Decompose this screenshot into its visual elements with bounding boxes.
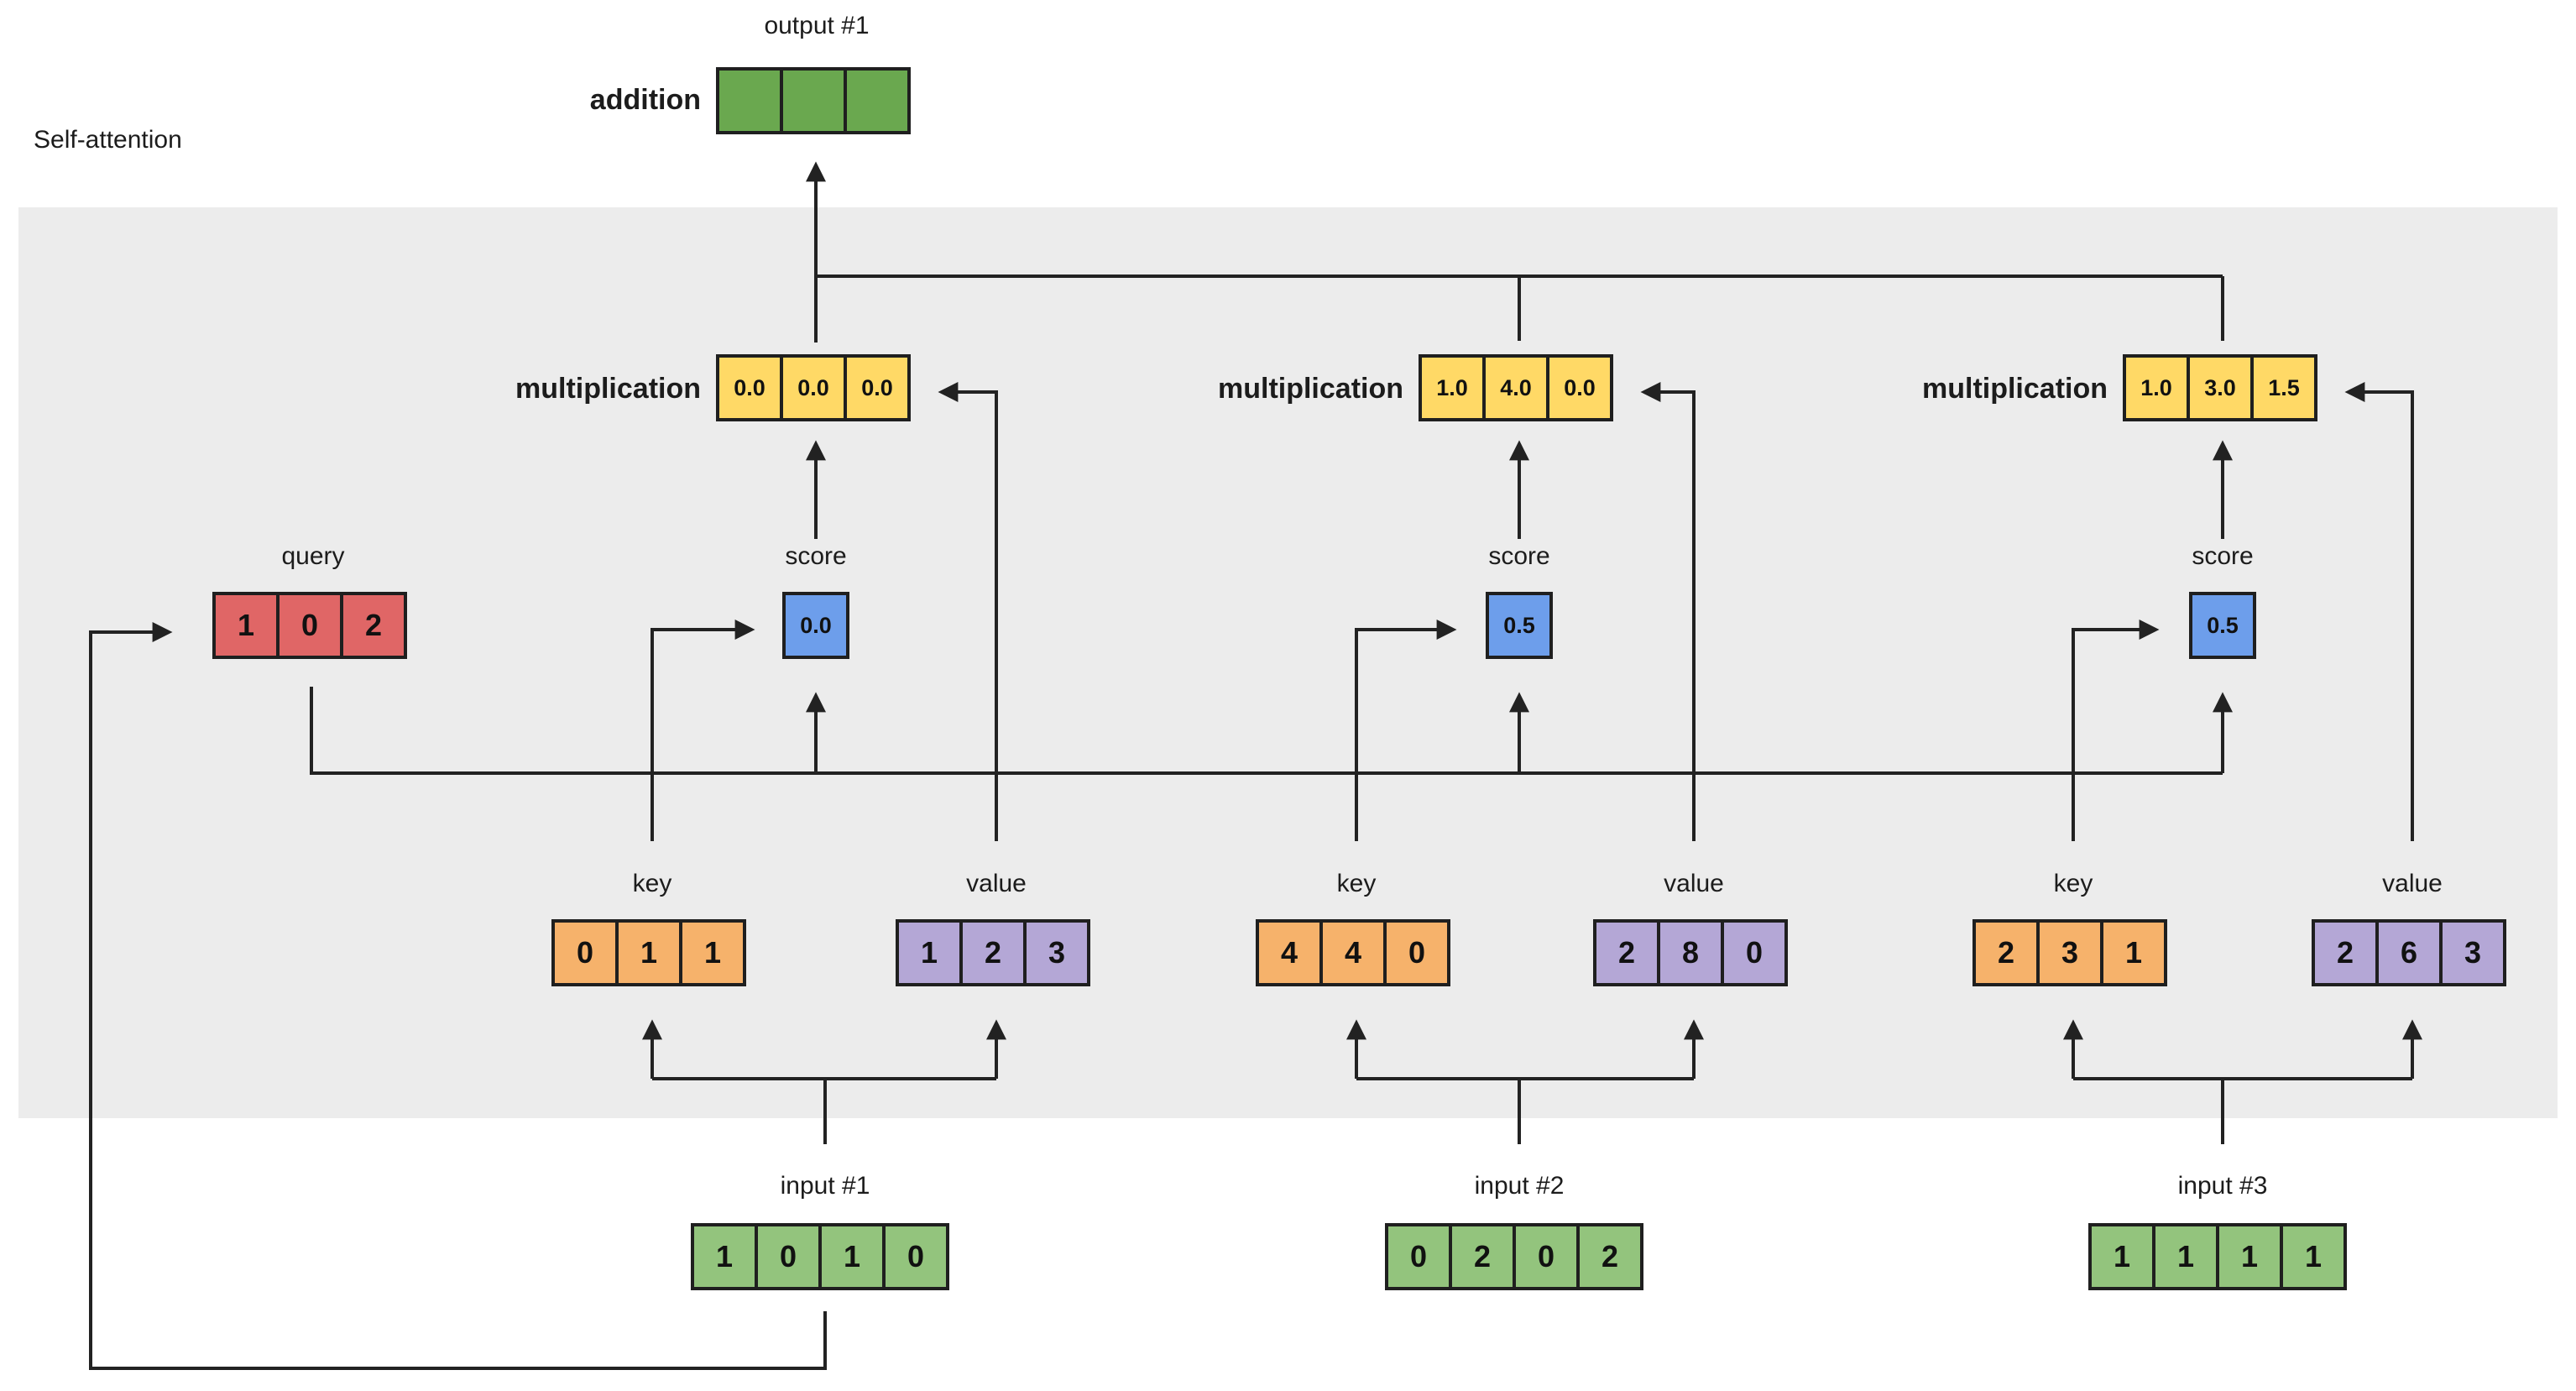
input-label-1: input #1 [780, 1172, 870, 1200]
arrow-value3-to-mult3 [2344, 382, 2414, 841]
cell-1: 0.0 [780, 354, 847, 421]
cell-0: 0.5 [1486, 592, 1553, 659]
cell-0: 2 [1593, 919, 1660, 986]
cell-2: 3 [2439, 919, 2506, 986]
cell-0: 1 [2088, 1223, 2155, 1290]
key-label-3: key [2053, 870, 2093, 897]
wire-input1-split [652, 1077, 996, 1144]
cell-0: 1 [212, 592, 280, 659]
cell-2: 1 [2216, 1223, 2283, 1290]
wire-input3-split [2073, 1077, 2412, 1144]
output-vector [716, 67, 911, 134]
cell-1: 8 [1657, 919, 1724, 986]
cell-3: 2 [1576, 1223, 1643, 1290]
cell-1: 1 [2152, 1223, 2219, 1290]
cell-1: 0 [276, 592, 343, 659]
cell-1: 2 [959, 919, 1027, 986]
cell-2: 1 [818, 1223, 886, 1290]
score-label-3: score [2192, 542, 2254, 570]
key-label-1: key [632, 870, 672, 897]
cell-2 [844, 67, 911, 134]
query-label: query [281, 542, 345, 570]
score-box-1: 0.0 [782, 592, 849, 659]
score-box-2: 0.5 [1486, 592, 1553, 659]
cell-0: 1.0 [2123, 354, 2190, 421]
arrow-value1-to-mult1 [938, 382, 998, 841]
cell-1: 0 [755, 1223, 822, 1290]
cell-1: 1 [615, 919, 682, 986]
cell-1 [780, 67, 847, 134]
cell-3: 1 [2280, 1223, 2347, 1290]
cell-2: 0.0 [844, 354, 911, 421]
cell-0: 0 [551, 919, 619, 986]
cell-1: 3 [2036, 919, 2103, 986]
value-label-3: value [2382, 870, 2443, 897]
cell-0: 0.0 [782, 592, 849, 659]
arrow-key1-to-score1 [651, 620, 755, 841]
cell-2: 1 [2100, 919, 2167, 986]
arrow-value2-to-mult2 [1640, 382, 1696, 841]
input-label-3: input #3 [2177, 1172, 2268, 1200]
value-label-1: value [966, 870, 1027, 897]
key-label-2: key [1336, 870, 1377, 897]
cell-0: 1.0 [1419, 354, 1486, 421]
cell-0: 1 [896, 919, 963, 986]
cell-0: 0.0 [716, 354, 783, 421]
score-label-2: score [1488, 542, 1550, 570]
cell-2: 0.0 [1546, 354, 1613, 421]
cell-2: 0 [1383, 919, 1450, 986]
cell-0: 2 [1972, 919, 2040, 986]
output-label: output #1 [764, 12, 870, 39]
score-label-1: score [785, 542, 847, 570]
cell-0: 4 [1256, 919, 1323, 986]
wire-query-bus [310, 687, 2223, 775]
cell-2: 1.5 [2250, 354, 2317, 421]
input-label-2: input #2 [1474, 1172, 1565, 1200]
cell-0: 2 [2312, 919, 2379, 986]
cell-3: 0 [882, 1223, 949, 1290]
cell-1: 6 [2375, 919, 2443, 986]
multiplication-label-2: multiplication [1218, 373, 1403, 405]
cell-0: 1 [691, 1223, 758, 1290]
cell-2: 0 [1721, 919, 1788, 986]
wire-input2-split [1356, 1077, 1694, 1144]
cell-2: 1 [679, 919, 746, 986]
score-box-3: 0.5 [2189, 592, 2256, 659]
cell-1: 4 [1319, 919, 1387, 986]
addition-label: addition [589, 84, 701, 116]
cell-1: 2 [1449, 1223, 1516, 1290]
arrow-key3-to-score3 [2072, 620, 2160, 841]
multiplication-label-1: multiplication [515, 373, 701, 405]
cell-0: 0.5 [2189, 592, 2256, 659]
cell-2: 2 [340, 592, 407, 659]
cell-0: 0 [1385, 1223, 1452, 1290]
arrow-input1-to-query [89, 622, 827, 1370]
cell-2: 0 [1513, 1223, 1580, 1290]
cell-2: 3 [1023, 919, 1090, 986]
cell-0 [716, 67, 783, 134]
cell-1: 4.0 [1482, 354, 1549, 421]
value-label-2: value [1664, 870, 1724, 897]
arrow-key2-to-score2 [1355, 620, 1457, 841]
diagram-title: Self-attention [34, 126, 182, 154]
cell-1: 3.0 [2187, 354, 2254, 421]
multiplication-label-3: multiplication [1922, 373, 2108, 405]
